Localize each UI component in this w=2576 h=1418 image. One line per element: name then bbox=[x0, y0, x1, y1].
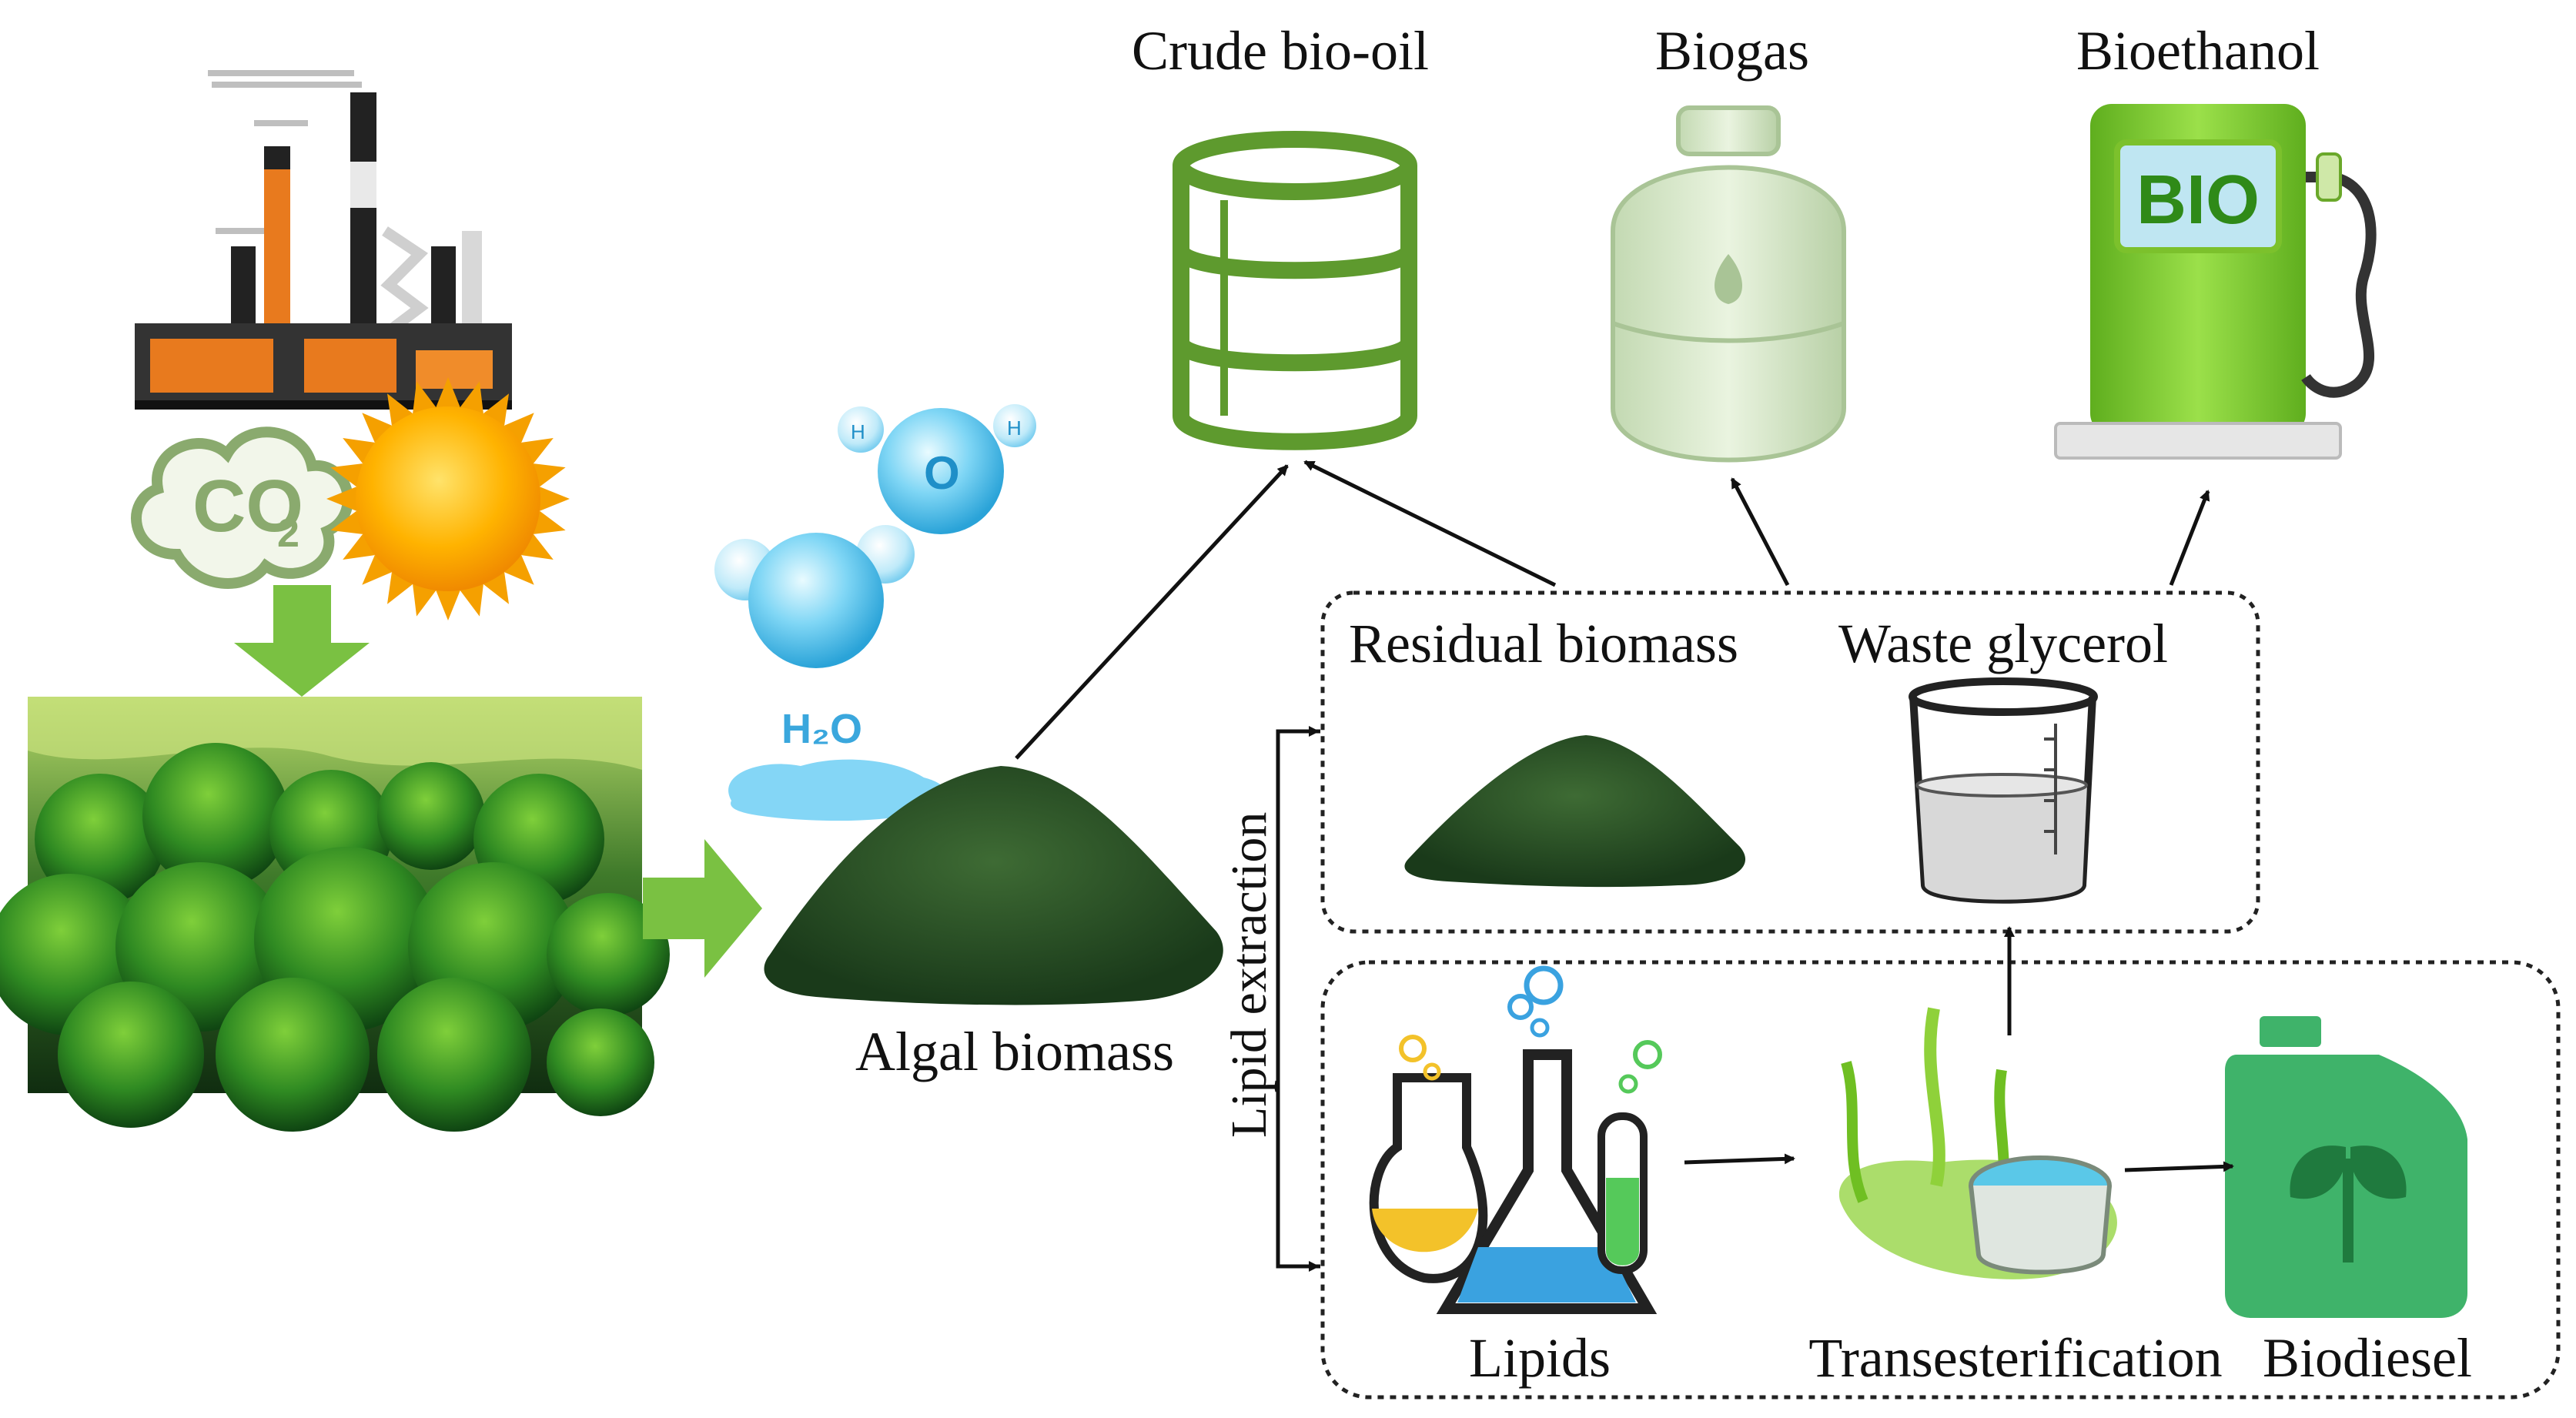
oxygen-label: O bbox=[924, 447, 960, 499]
moss-balls-photo bbox=[0, 697, 670, 1132]
lower-process-box bbox=[1320, 960, 2561, 1400]
flow-arrows bbox=[1015, 460, 2234, 1272]
waste-glycerol-label: Waste glycerol bbox=[1838, 613, 2169, 674]
hydrogen-right-label: H bbox=[1007, 416, 1022, 440]
algal-powder-icon bbox=[764, 766, 1223, 1005]
lab-flasks-icon bbox=[1369, 965, 1662, 1314]
fuel-pump-icon: BIO bbox=[2054, 104, 2377, 460]
reactor-icon bbox=[1838, 1007, 2117, 1279]
factory-icon bbox=[135, 70, 512, 410]
lipid-extraction-label: Lipid extraction bbox=[1221, 811, 1277, 1138]
crude-bio-oil-label: Crude bio-oil bbox=[1132, 20, 1429, 82]
sun-icon bbox=[326, 377, 570, 620]
algal-biomass-label: Algal biomass bbox=[855, 1021, 1174, 1082]
co2-cloud-icon: CO 2 bbox=[131, 426, 353, 589]
biogas-label: Biogas bbox=[1654, 20, 1810, 82]
bio-pump-label: BIO bbox=[2136, 162, 2260, 239]
water-molecules-icon: O H H bbox=[714, 404, 1036, 668]
down-arrow-icon bbox=[234, 585, 370, 697]
co2-text: CO bbox=[192, 465, 303, 547]
gas-tank-icon bbox=[1611, 105, 1846, 463]
oil-barrel-icon bbox=[1173, 131, 1417, 450]
right-arrow-icon bbox=[643, 839, 762, 978]
lipids-label: Lipids bbox=[1468, 1327, 1611, 1389]
biodiesel-can-icon bbox=[2225, 1016, 2467, 1318]
beaker-icon bbox=[1909, 677, 2098, 904]
residual-biomass-label: Residual biomass bbox=[1349, 613, 1738, 674]
upper-product-box bbox=[1320, 590, 2260, 934]
co2-subscript: 2 bbox=[277, 511, 299, 556]
residual-powder-icon bbox=[1404, 735, 1746, 888]
transesterification-label: Transesterification bbox=[1808, 1327, 2223, 1389]
bioethanol-label: Bioethanol bbox=[2076, 20, 2320, 82]
h2o-text: H₂O bbox=[781, 706, 862, 752]
hydrogen-left-label: H bbox=[851, 420, 865, 443]
h2o-puddle-icon: H₂O bbox=[728, 706, 947, 821]
biodiesel-label: Biodiesel bbox=[2263, 1327, 2472, 1389]
